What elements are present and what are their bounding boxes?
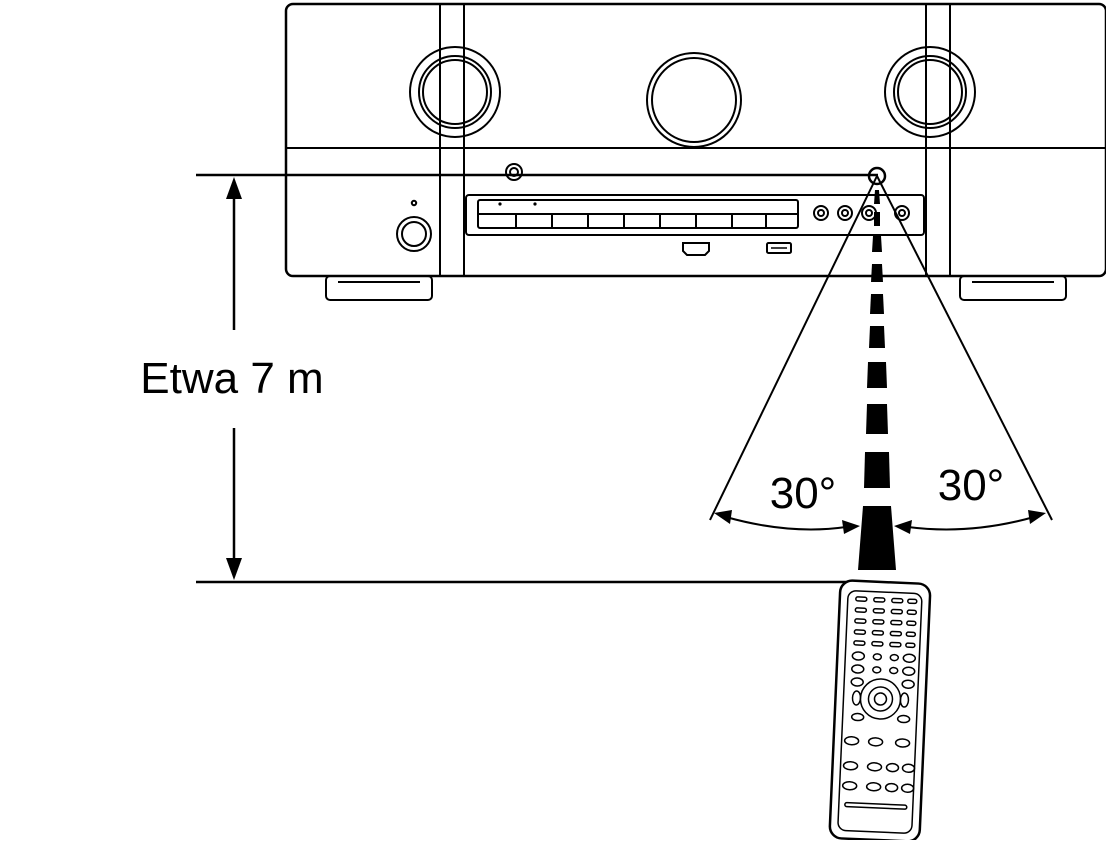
distance-label: Etwa 7 m	[140, 354, 323, 403]
arrowhead-down-icon	[226, 558, 242, 580]
signal-cone	[709, 175, 1053, 521]
display-segment-lines	[515, 214, 767, 228]
angle-left-label: 30°	[770, 469, 837, 518]
usb-port-icon	[766, 242, 792, 254]
angle-arcs	[725, 516, 1035, 531]
remote-button-grid	[850, 596, 918, 689]
remote-lower-buttons	[841, 736, 916, 810]
center-knob-icon	[646, 52, 742, 148]
indicator-icon	[505, 163, 523, 181]
remote-control	[828, 579, 932, 843]
infrared-beam-icon	[858, 190, 896, 570]
av-receiver	[284, 2, 1106, 301]
arrowhead-up-icon	[226, 177, 242, 199]
remote-dpad-icon	[850, 678, 911, 724]
right-knob-icon	[884, 46, 976, 138]
front-jacks	[813, 205, 910, 221]
feet	[325, 275, 1067, 301]
angle-arrowheads	[714, 510, 1046, 534]
left-knob-icon	[409, 46, 501, 138]
distance-dimension	[196, 173, 878, 584]
power-button-icon	[396, 216, 432, 252]
angle-right-label: 30°	[938, 461, 1005, 510]
hdmi-port-icon	[682, 242, 710, 256]
